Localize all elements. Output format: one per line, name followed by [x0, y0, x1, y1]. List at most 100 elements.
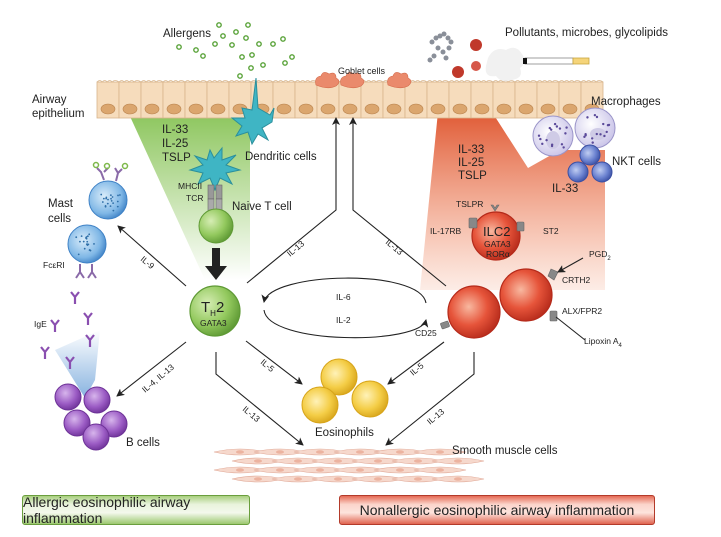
arrow-il9 [118, 226, 186, 286]
b-cells [55, 384, 127, 450]
epithelial-cell [493, 81, 515, 119]
epithelial-cell [471, 81, 493, 119]
allergen-particle [250, 53, 254, 57]
label-b-cells: B cells [126, 437, 160, 449]
label-il5-left: IL-5 [259, 357, 277, 374]
goblet-cell [388, 72, 411, 87]
label-nkt-cells: NKT cells [612, 156, 661, 168]
label-tslpr: TSLPR [456, 199, 483, 209]
label-il13-left-up: IL-13 [285, 238, 306, 258]
nonallergic-signal-cone [420, 112, 605, 290]
legend-nonallergic: Nonallergic eosinophilic airway inflamma… [339, 495, 655, 525]
ilc2-cell-activated-1 [500, 269, 552, 321]
ilc2-rora: RORα [486, 249, 510, 259]
label-nkt-il33: IL-33 [552, 183, 578, 195]
cytokine-left-1: IL-33 [162, 124, 188, 136]
label-cd25: CD25 [415, 328, 437, 338]
cytokine-left-2: IL-25 [162, 138, 188, 150]
label-fceri: FcεRI [43, 260, 65, 270]
allergen-particle [234, 30, 238, 34]
allergen-particle [221, 34, 225, 38]
microbe-chain-icon [428, 32, 454, 63]
label-il17rb: IL-17RB [430, 226, 462, 236]
smoke-cloud [486, 48, 525, 82]
label-lipoxin: Lipoxin A4 [584, 336, 623, 349]
ilc2-label: ILC2 [483, 224, 510, 239]
allergen-particle [246, 23, 250, 27]
epithelial-cell [515, 81, 537, 119]
allergen-particle [244, 36, 248, 40]
label-tcr: TCR [186, 193, 203, 203]
goblet-cell [316, 72, 339, 87]
label-il13-left-down: IL-13 [241, 404, 262, 424]
epithelial-cell [185, 81, 207, 119]
label-alx-fpr2: ALX/FPR2 [562, 306, 602, 316]
eosinophils [302, 359, 388, 423]
ilc2-cell-activated-2 [448, 286, 500, 338]
legend-allergic: Allergic eosinophilic airway inflammatio… [22, 495, 250, 525]
cytokine-right-1: IL-33 [458, 144, 484, 156]
allergen-particle [238, 74, 242, 78]
allergen-particle [201, 54, 205, 58]
allergen-particle [240, 55, 244, 59]
label-st2: ST2 [543, 226, 559, 236]
epithelial-cell [163, 81, 185, 119]
label-eosinophils: Eosinophils [315, 427, 374, 439]
allergen-particle [230, 43, 234, 47]
label-il13-right-up: IL-13 [384, 237, 405, 257]
epithelial-cell [427, 81, 449, 119]
allergen-particle [249, 66, 253, 70]
allergen-particle [261, 63, 265, 67]
allergen-particle [271, 42, 275, 46]
label-ige: IgE [34, 319, 47, 329]
b-cell [84, 387, 110, 413]
allergen-particle [194, 48, 198, 52]
epithelial-cell [537, 81, 559, 119]
naive-t-cell [199, 209, 233, 243]
ilc2-gata3: GATA3 [484, 239, 511, 249]
allergen-particle [177, 45, 181, 49]
epithelial-cell [361, 81, 383, 119]
label-mast-line2: cells [48, 213, 71, 225]
label-airway-line1: Airway [32, 94, 67, 106]
allergen-particle [283, 61, 287, 65]
label-il2: IL-2 [336, 315, 351, 325]
arrow-th2-il13-down [216, 352, 303, 445]
allergen-particle [217, 23, 221, 27]
epithelial-cell [449, 81, 471, 119]
cytokine-right-2: IL-25 [458, 157, 484, 169]
arrow-lipoxin [556, 317, 585, 340]
b-cell [83, 424, 109, 450]
label-il5-right: IL-5 [408, 360, 426, 377]
label-pollutants: Pollutants, microbes, glycolipids [505, 27, 668, 39]
label-naive-t-cell: Naive T cell [232, 201, 292, 213]
label-smooth-muscle: Smooth muscle cells [452, 445, 558, 457]
label-allergens: Allergens [163, 28, 211, 40]
epithelial-cell [97, 81, 119, 119]
label-crth2: CRTH2 [562, 275, 590, 285]
label-mast-line1: Mast [48, 198, 74, 210]
allergen-particle [281, 37, 285, 41]
arrow-ilc2-il13-down [386, 352, 474, 445]
cytokine-right-3: TSLP [458, 170, 487, 182]
allergen-particle [257, 42, 261, 46]
mast-cells [68, 163, 128, 279]
label-mhcii: MHCII [178, 181, 202, 191]
th2-gata3: GATA3 [200, 318, 227, 328]
airway-epithelium [97, 72, 603, 118]
allergen-particle [290, 55, 294, 59]
label-dendritic-cells: Dendritic cells [245, 151, 317, 163]
label-il6: IL-6 [336, 292, 351, 302]
allergen-particle [213, 42, 217, 46]
epithelial-cell [207, 81, 229, 119]
b-cell [55, 384, 81, 410]
arrow-th2-il5 [246, 341, 302, 384]
virus-icon [452, 39, 482, 78]
cigarette-icon [523, 58, 589, 64]
label-airway-line2: epithelium [32, 108, 84, 120]
epithelial-cell [559, 81, 581, 119]
label-macrophages: Macrophages [591, 96, 661, 108]
cytokine-left-3: TSLP [162, 152, 191, 164]
label-goblet-cells: Goblet cells [338, 66, 386, 76]
